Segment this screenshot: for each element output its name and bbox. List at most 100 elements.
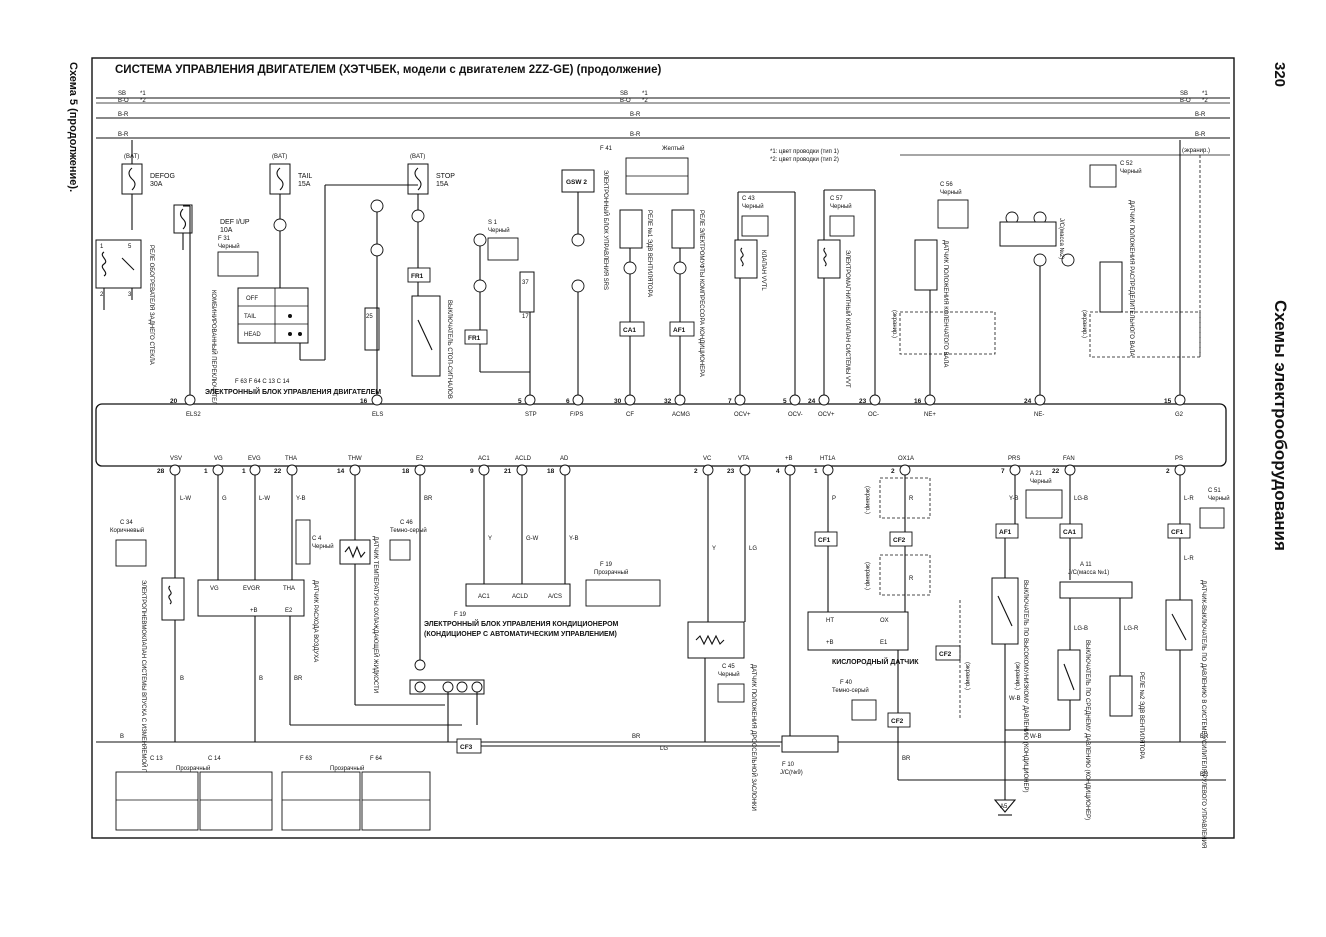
svg-text:(КОНДИЦИОНЕР С АВТОМАТИЧЕСКИМ: (КОНДИЦИОНЕР С АВТОМАТИЧЕСКИМ УПРАВЛЕНИЕ… (424, 631, 617, 638)
svg-text:РЕЛЕ №2 ЭДВ ВЕНТИЛЯТОРА: РЕЛЕ №2 ЭДВ ВЕНТИЛЯТОРА (1138, 672, 1145, 759)
svg-text:5: 5 (128, 244, 132, 250)
svg-text:AC1: AC1 (478, 456, 490, 462)
svg-text:E2: E2 (416, 456, 424, 462)
svg-text:HT1A: HT1A (820, 456, 835, 462)
svg-text:C 14: C 14 (208, 756, 221, 762)
svg-text:L-R: L-R (1184, 496, 1194, 502)
svg-text:OC-: OC- (868, 412, 879, 418)
svg-text:5: 5 (518, 398, 522, 405)
svg-text:G: G (222, 496, 227, 502)
svg-text:HEAD: HEAD (244, 332, 261, 338)
svg-text:SB: SB (620, 91, 628, 97)
crank-sensor: C 56 Черный ДАТЧИК ПОЛОЖЕНИЯ КОЛЕНЧАТОГО… (899, 182, 1041, 398)
svg-text:C 46: C 46 (400, 520, 413, 526)
svg-text:B-R: B-R (630, 112, 641, 118)
svg-text:BR: BR (1200, 734, 1209, 740)
fuse-stop: (BAT) STOP 15A (407, 154, 455, 212)
svg-text:C 57: C 57 (830, 196, 843, 202)
svg-text:15: 15 (1164, 398, 1172, 405)
junction-markers (273, 199, 1075, 293)
svg-text:CF3: CF3 (460, 744, 473, 751)
note-type1: *1: цвет проводки (тип 1) (770, 149, 839, 155)
svg-text:W-B: W-B (1030, 734, 1042, 740)
ecu-connector-c14: C 14 Прозрачный (176, 756, 273, 831)
svg-text:ЭЛЕКТРОННЫЙ БЛОК УПРАВЛЕНИЯ SR: ЭЛЕКТРОННЫЙ БЛОК УПРАВЛЕНИЯ SRS (602, 170, 610, 290)
svg-text:OX: OX (880, 618, 889, 624)
svg-text:28: 28 (157, 468, 165, 475)
svg-text:*2: *2 (1202, 98, 1208, 104)
svg-text:ДАТЧИК ПОЛОЖЕНИЯ КОЛЕНЧАТОГО В: ДАТЧИК ПОЛОЖЕНИЯ КОЛЕНЧАТОГО ВАЛА (942, 240, 948, 367)
svg-text:22: 22 (274, 468, 282, 475)
engine-ecu-label: ЭЛЕКТРОННЫЙ БЛОК УПРАВЛЕНИЯ ДВИГАТЕЛЕМ (205, 387, 381, 396)
svg-text:ДАТЧИК ПОЛОЖЕНИЯ ДРОССЕЛЬНОЙ З: ДАТЧИК ПОЛОЖЕНИЯ ДРОССЕЛЬНОЙ ЗАСЛОНКИ (750, 664, 758, 811)
svg-text:1: 1 (814, 468, 818, 475)
svg-text:CF: CF (626, 412, 634, 418)
fuse-tail: (BAT) TAIL 15A (269, 154, 312, 220)
svg-text:F 40: F 40 (840, 680, 853, 686)
svg-text:Y: Y (712, 546, 716, 552)
jc-mass1: A 11 J/C(масса №1) ВЫКЛЮЧАТЕЛЬ ПО СРЕДНЕ… (1005, 562, 1145, 820)
light-switch: F 31 Черный OFF TAIL HEAD КОМБИНИРОВАННЫ… (210, 184, 418, 409)
svg-text:24: 24 (808, 398, 816, 405)
svg-text:E1: E1 (880, 640, 888, 646)
svg-text:Черный: Черный (488, 227, 510, 234)
svg-text:TAIL: TAIL (244, 314, 257, 320)
svg-text:18: 18 (547, 468, 555, 475)
svg-text:21: 21 (504, 468, 512, 475)
svg-text:P: P (832, 496, 836, 502)
svg-text:THW: THW (348, 456, 362, 462)
svg-text:*1: *1 (642, 91, 648, 97)
svg-text:CF1: CF1 (818, 537, 831, 544)
svg-text:VTA: VTA (738, 456, 749, 462)
vvt-valve: C 57 Черный ЭЛЕКТРОМАГНИТНЫЙ КЛАПАН СИСТ… (817, 189, 876, 398)
svg-text:VG: VG (210, 586, 219, 592)
svg-text:30A: 30A (150, 181, 163, 188)
gsw2-block: GSW 2 (561, 169, 595, 398)
ecu-connector-f64: F 64 Прозрачный (330, 756, 431, 831)
svg-text:ЭЛЕКТРОМАГНИТНЫЙ КЛАПАН СИСТЕМ: ЭЛЕКТРОМАГНИТНЫЙ КЛАПАН СИСТЕМЫ VVT (844, 250, 852, 388)
svg-text:HT: HT (826, 618, 834, 624)
svg-text:7: 7 (728, 398, 732, 405)
svg-text:30: 30 (614, 398, 622, 405)
svg-text:B-O: B-O (118, 98, 129, 104)
svg-text:14: 14 (337, 468, 345, 475)
bottom-bus: CF3 B BR LG BR BR (96, 734, 1226, 781)
ac-clutch-relay: РЕЛЕ ЭЛЕКТРОМУФТЫ КОМПРЕССОРА КОНДИЦИОНЕ… (669, 209, 704, 398)
svg-text:ДАТЧИК РАСХОДА ВОЗДУХА: ДАТЧИК РАСХОДА ВОЗДУХА (312, 580, 318, 662)
svg-text:C 43: C 43 (742, 196, 755, 202)
svg-text:(экранир.): (экранир.) (1014, 662, 1020, 690)
svg-text:F 31: F 31 (218, 236, 231, 242)
svg-text:Коричневый: Коричневый (110, 527, 144, 534)
svg-text:DEF I/UP: DEF I/UP (220, 219, 250, 226)
svg-text:F 64: F 64 (370, 756, 383, 762)
svg-text:2: 2 (694, 468, 698, 475)
svg-text:Темно-серый: Темно-серый (832, 687, 869, 694)
svg-text:17: 17 (522, 314, 529, 320)
svg-text:C 45: C 45 (722, 664, 735, 670)
svg-text:B-R: B-R (118, 132, 129, 138)
svg-text:1: 1 (100, 244, 104, 250)
svg-text:10A: 10A (220, 227, 233, 234)
svg-text:+B: +B (785, 456, 793, 462)
svg-text:23: 23 (859, 398, 867, 405)
svg-text:DEFOG: DEFOG (150, 173, 175, 180)
svg-text:Черный: Черный (830, 203, 852, 210)
svg-text:BR: BR (294, 676, 303, 682)
diagram-frame (91, 57, 1235, 839)
svg-text:SB: SB (1180, 91, 1188, 97)
svg-text:РЕЛЕ ОБОГРЕВАТЕЛЯ ЗАДНЕГО СТЕК: РЕЛЕ ОБОГРЕВАТЕЛЯ ЗАДНЕГО СТЕКЛА (148, 245, 154, 365)
svg-text:37: 37 (522, 280, 529, 286)
svg-text:Прозрачный: Прозрачный (176, 765, 210, 772)
svg-text:15A: 15A (436, 181, 449, 188)
ecu-connector-f63: F 63 (281, 756, 361, 831)
diagram-title: СИСТЕМА УПРАВЛЕНИЯ ДВИГАТЕЛЕМ (ХЭТЧБЕК, … (115, 64, 661, 76)
svg-text:25: 25 (366, 314, 373, 320)
svg-text:2: 2 (1166, 468, 1170, 475)
top-bus: SB *1 B-O *2 SB *1 B-O *2 SB *1 B-O *2 B… (96, 91, 1230, 156)
svg-text:Темно-серый: Темно-серый (390, 527, 427, 534)
svg-text:+B: +B (250, 608, 258, 614)
svg-text:ДАТЧИК ПОЛОЖЕНИЯ РАСПРЕДЕЛИТЕЛ: ДАТЧИК ПОЛОЖЕНИЯ РАСПРЕДЕЛИТЕЛЬНОГО ВАЛА (1128, 200, 1134, 356)
svg-text:18: 18 (402, 468, 410, 475)
svg-text:PS: PS (1175, 456, 1183, 462)
svg-text:РЕЛЕ №1 ЭДВ ВЕНТИЛЯТОРА: РЕЛЕ №1 ЭДВ ВЕНТИЛЯТОРА (646, 210, 653, 297)
